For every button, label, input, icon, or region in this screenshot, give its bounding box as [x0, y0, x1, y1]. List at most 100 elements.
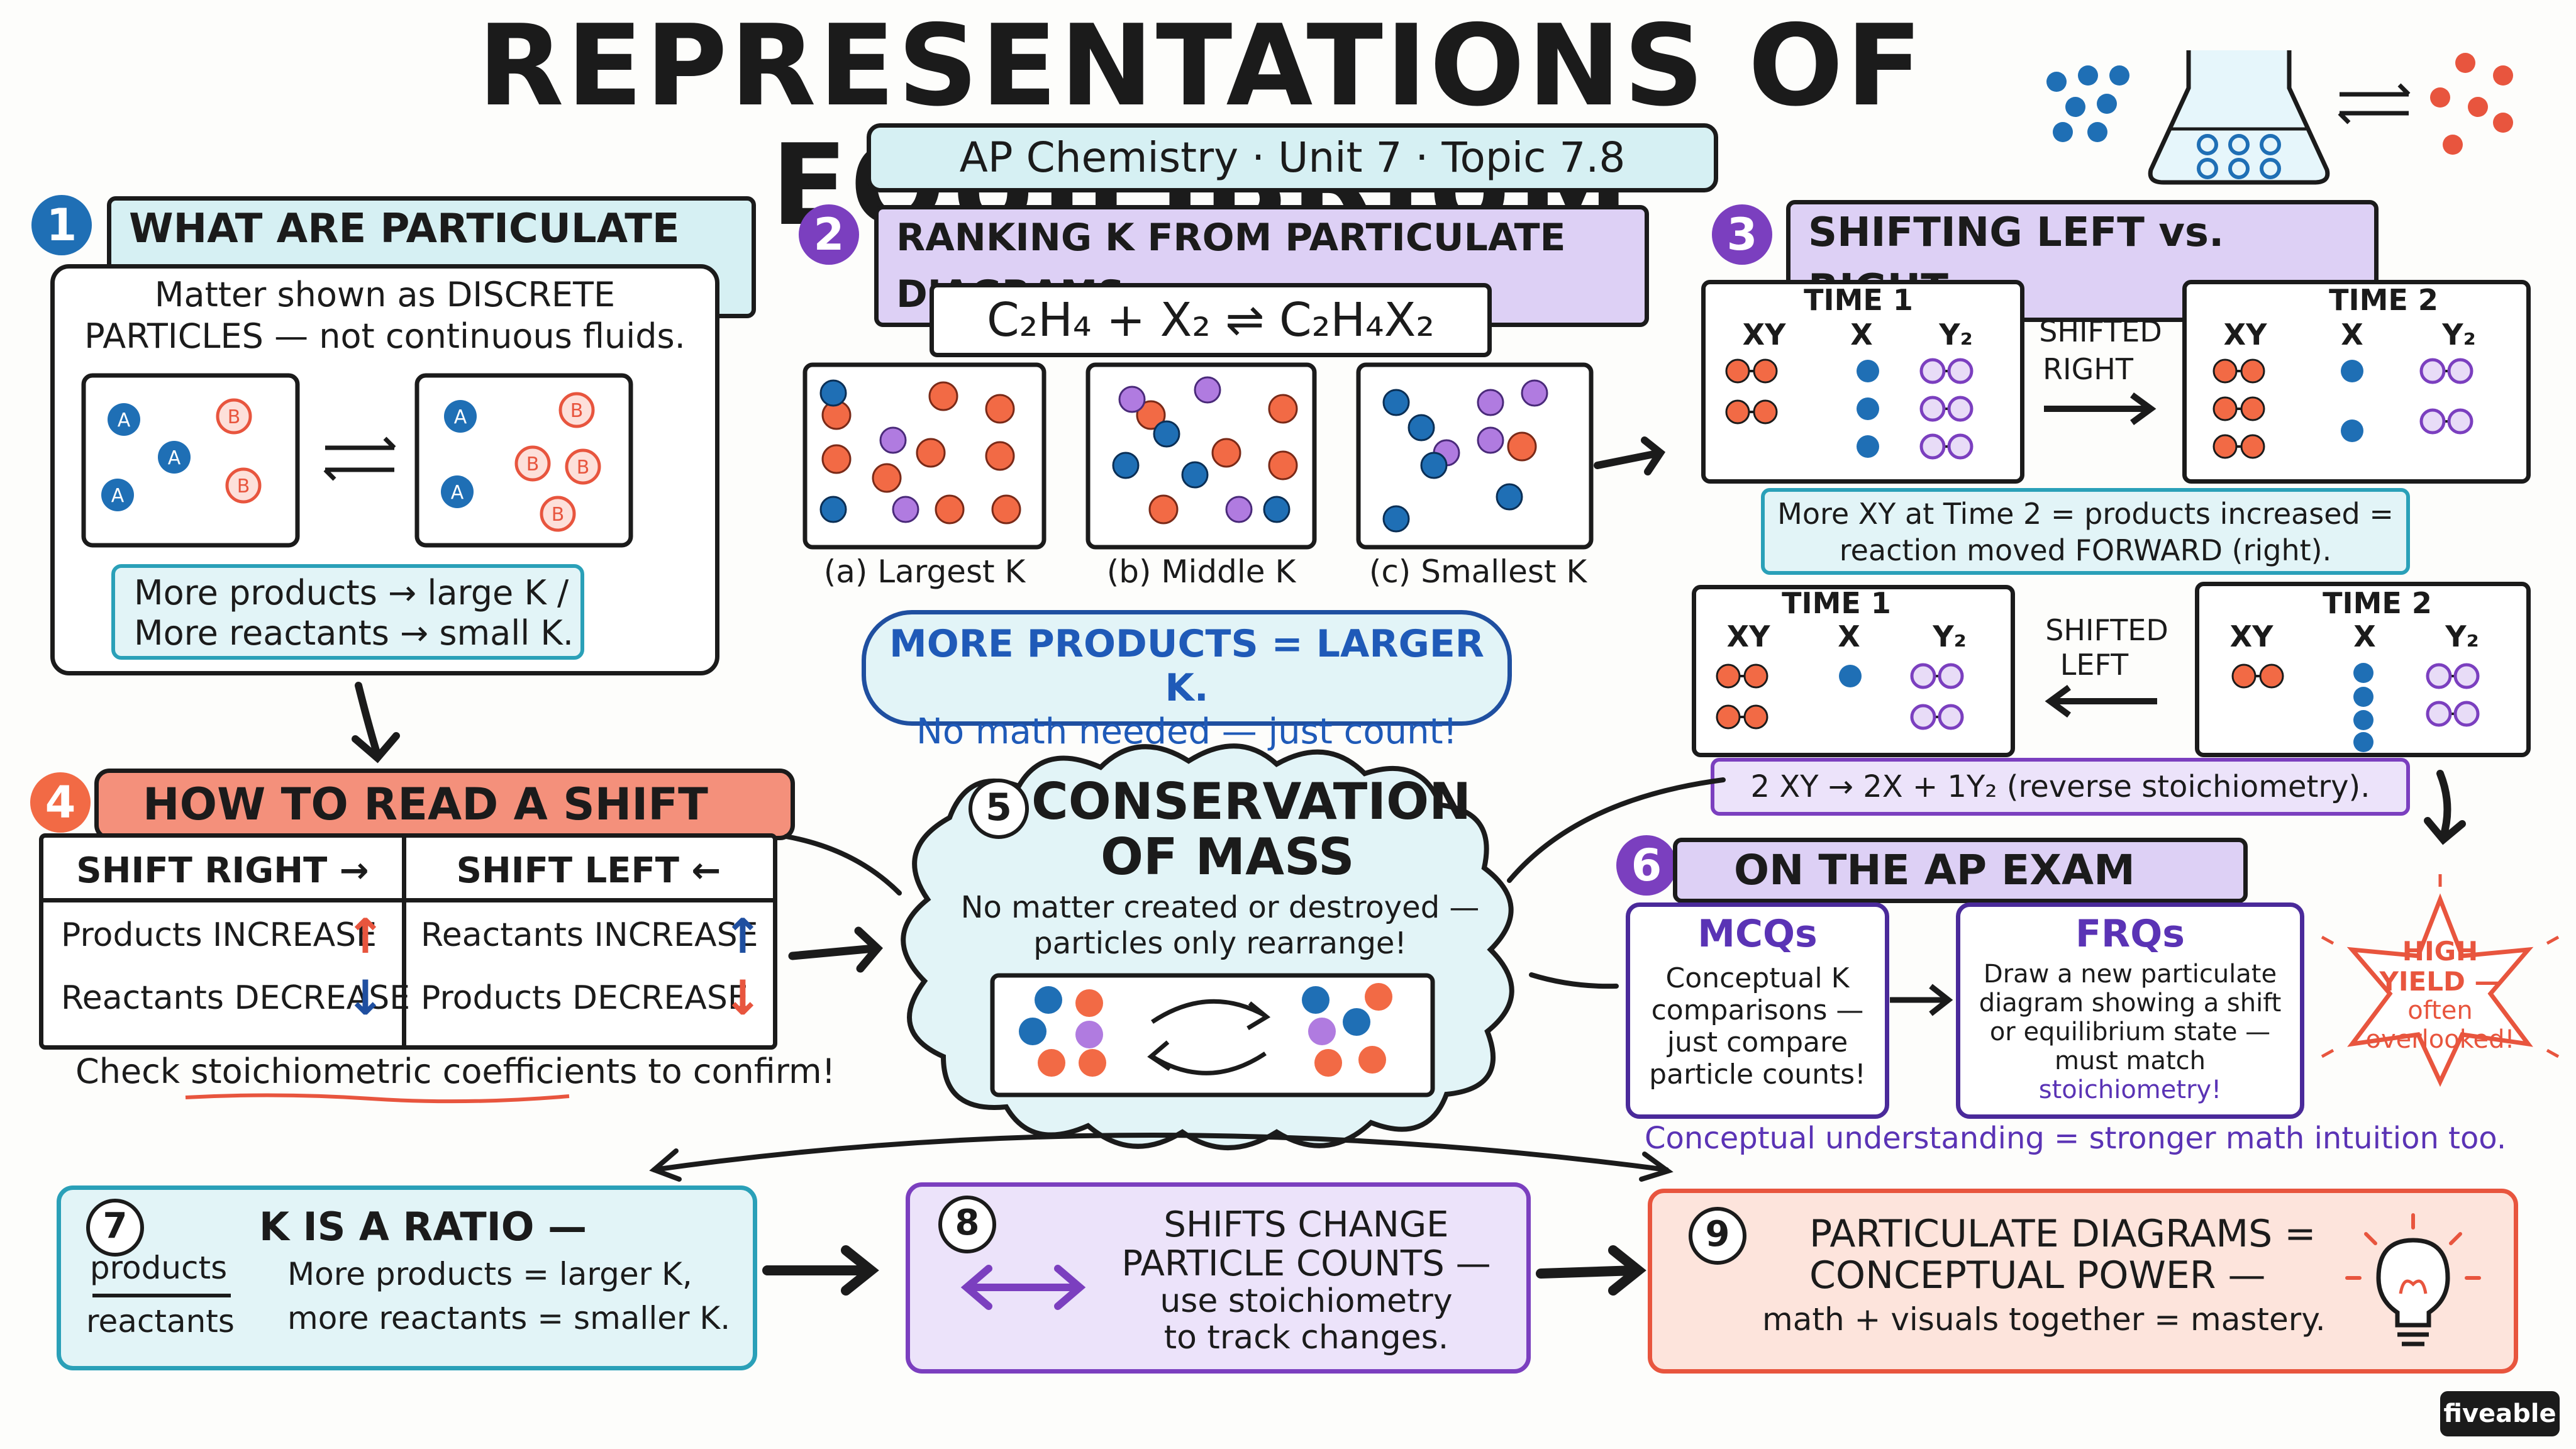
- col-xy-3: XY: [1726, 619, 1770, 653]
- col-shift-left: SHIFT LEFT ←: [456, 850, 721, 891]
- section-8-box: 8 SHIFTS CHANGE PARTICLE COUNTS — use st…: [906, 1182, 1531, 1374]
- brand-logo: fiveable: [2440, 1391, 2560, 1436]
- col-y2-3: Y₂: [1933, 619, 1967, 653]
- connector-5-to-6: [1529, 972, 1619, 989]
- svg-text:A: A: [454, 406, 467, 428]
- ranking-k-diagrams: [802, 362, 1594, 550]
- svg-text:A: A: [111, 485, 125, 507]
- shifted-right-line-1: SHIFTED: [2039, 314, 2162, 348]
- time1-left-label: TIME 1: [1782, 586, 1891, 620]
- double-arrow-icon: [960, 1265, 1086, 1310]
- connector-5-to-7-and-9: [649, 1133, 1674, 1182]
- svg-text:B: B: [570, 400, 584, 422]
- svg-text:B: B: [228, 406, 241, 428]
- col-x-1: X: [1850, 318, 1873, 352]
- caption-a: (a) Largest K: [823, 553, 1026, 590]
- shift-left-note-text: 2 XY → 2X + 1Y₂ (reverse stoichiometry).: [1750, 769, 2370, 804]
- time2-right-label: TIME 2: [2329, 283, 2438, 317]
- mcq-line-2: comparisons —: [1651, 994, 1864, 1026]
- section-1-line-2: PARTICLES — not continuous fluids.: [84, 316, 686, 356]
- section-5-number: 5: [969, 779, 1029, 839]
- arrow-1-to-4: [352, 682, 400, 763]
- section-9-line-3: math + visuals together = mastery.: [1762, 1301, 2326, 1338]
- col-y2-2: Y₂: [2442, 318, 2476, 352]
- col-xy-4: XY: [2229, 619, 2273, 653]
- arrow-4-to-5: [788, 926, 883, 973]
- time1-left-particles: [1716, 663, 1964, 730]
- svg-text:B: B: [526, 453, 540, 475]
- caption-c: (c) Smallest K: [1368, 553, 1587, 590]
- up-arrow-red-icon: ↑: [345, 908, 386, 964]
- section-7-box: 7 K IS A RATIO — products reactants More…: [57, 1185, 757, 1370]
- col-y2-4: Y₂: [2445, 619, 2479, 653]
- conservation-particles: [990, 973, 1435, 1097]
- shift-right-note-line-2: reaction moved FORWARD (right).: [1839, 533, 2332, 567]
- right-products-increase: Products INCREASE: [61, 916, 377, 954]
- time2-left-particles: [2231, 663, 2480, 752]
- left-products-decrease: Products DECREASE: [421, 979, 748, 1017]
- section-8-line-4: to track changes.: [1163, 1319, 1449, 1357]
- col-y2-1: Y₂: [1939, 318, 1973, 352]
- time2-right-box: [2182, 280, 2531, 484]
- section-2-number: 2: [799, 204, 859, 265]
- mcq-box: MCQs Conceptual K comparisons — just com…: [1626, 902, 1889, 1119]
- frq-line-4: must match: [2054, 1046, 2206, 1075]
- mcq-line-3: just compare: [1667, 1026, 1848, 1058]
- shift-table-divider-v: [402, 838, 406, 1045]
- section-8-line-2: PARTICLE COUNTS —: [1121, 1243, 1491, 1284]
- section-1-note: More products → large K / More reactants…: [111, 564, 584, 660]
- section-4-footer: Check stoichiometric coefficients to con…: [75, 1052, 836, 1091]
- section-6-heading: ON THE AP EXAM: [1673, 838, 2248, 903]
- frq-title: FRQs: [2075, 912, 2185, 956]
- section-6-footer: Conceptual understanding = stronger math…: [1645, 1121, 2507, 1156]
- section-8-line-3: use stoichiometry: [1160, 1282, 1453, 1320]
- arrow-2-to-3: [1594, 436, 1666, 475]
- section-6-number: 6: [1616, 835, 1677, 896]
- section-9-box: 9 PARTICULATE DIAGRAMS = CONCEPTUAL POWE…: [1648, 1189, 2518, 1374]
- shifted-left-arrow: [2045, 684, 2157, 718]
- shift-table: SHIFT RIGHT → SHIFT LEFT ← Products INCR…: [39, 833, 777, 1050]
- shift-right-note-line-1: More XY at Time 2 = products increased =: [1777, 497, 2394, 531]
- section-1-note-line-1: More products → large K /: [134, 573, 569, 613]
- col-x-3: X: [1838, 619, 1860, 653]
- reactant-dots: [2046, 65, 2129, 142]
- subtitle: AP Chemistry · Unit 7 · Topic 7.8: [959, 133, 1626, 182]
- right-reactants-decrease: Reactants DECREASE: [61, 979, 411, 1017]
- svg-text:A: A: [118, 409, 131, 431]
- shifted-right-line-2: RIGHT: [2043, 352, 2133, 386]
- shifted-left-line-2: LEFT: [2060, 648, 2129, 682]
- up-arrow-blue-icon: ↑: [723, 908, 763, 964]
- svg-text:A: A: [451, 482, 464, 504]
- arrow-8-to-9: [1536, 1245, 1646, 1296]
- time2-right-particles: [2212, 358, 2473, 459]
- section-1-number: 1: [31, 195, 92, 255]
- section-7-number: 7: [86, 1199, 144, 1257]
- col-x-2: X: [2341, 318, 2363, 352]
- arrow-mcq-to-frq: [1890, 984, 1953, 1016]
- section-1-box: Matter shown as DISCRETE PARTICLES — not…: [50, 264, 719, 675]
- time1-right-particles: [1725, 358, 1974, 460]
- section-5-heading-2: OF MASS: [1101, 828, 1355, 886]
- svg-text:B: B: [552, 504, 565, 526]
- frq-line-1: Draw a new particulate: [1983, 960, 2277, 989]
- section-3-number: 3: [1712, 204, 1772, 265]
- mcq-line-4: particle counts!: [1649, 1058, 1866, 1091]
- lightbulb-icon: [2345, 1213, 2481, 1346]
- col-x-4: X: [2353, 619, 2376, 653]
- frq-line-3: or equilibrium state —: [1989, 1018, 2271, 1046]
- star-line-2: YIELD —: [2379, 966, 2501, 997]
- connector-4-to-5: [784, 834, 902, 896]
- shift-right-note: More XY at Time 2 = products increased =…: [1761, 488, 2410, 575]
- tip-bubble-line-1: MORE PRODUCTS = LARGER K.: [889, 622, 1485, 710]
- k-ratio-line-3: more reactants = smaller K.: [287, 1300, 731, 1336]
- arrow-7-to-8: [762, 1245, 879, 1296]
- section-5-line-2: particles only rearrange!: [1033, 926, 1407, 961]
- section-9-number: 9: [1689, 1207, 1746, 1265]
- mcq-line-1: Conceptual K: [1665, 962, 1850, 994]
- mcq-title: MCQs: [1697, 912, 1818, 956]
- time2-left-label: TIME 2: [2323, 586, 2432, 620]
- k-ratio-line-2: More products = larger K,: [287, 1256, 692, 1292]
- tip-bubble-line-2: No math needed — just count!: [916, 711, 1458, 752]
- frq-line-5: stoichiometry!: [2038, 1075, 2222, 1104]
- fraction-numerator: products: [89, 1250, 228, 1286]
